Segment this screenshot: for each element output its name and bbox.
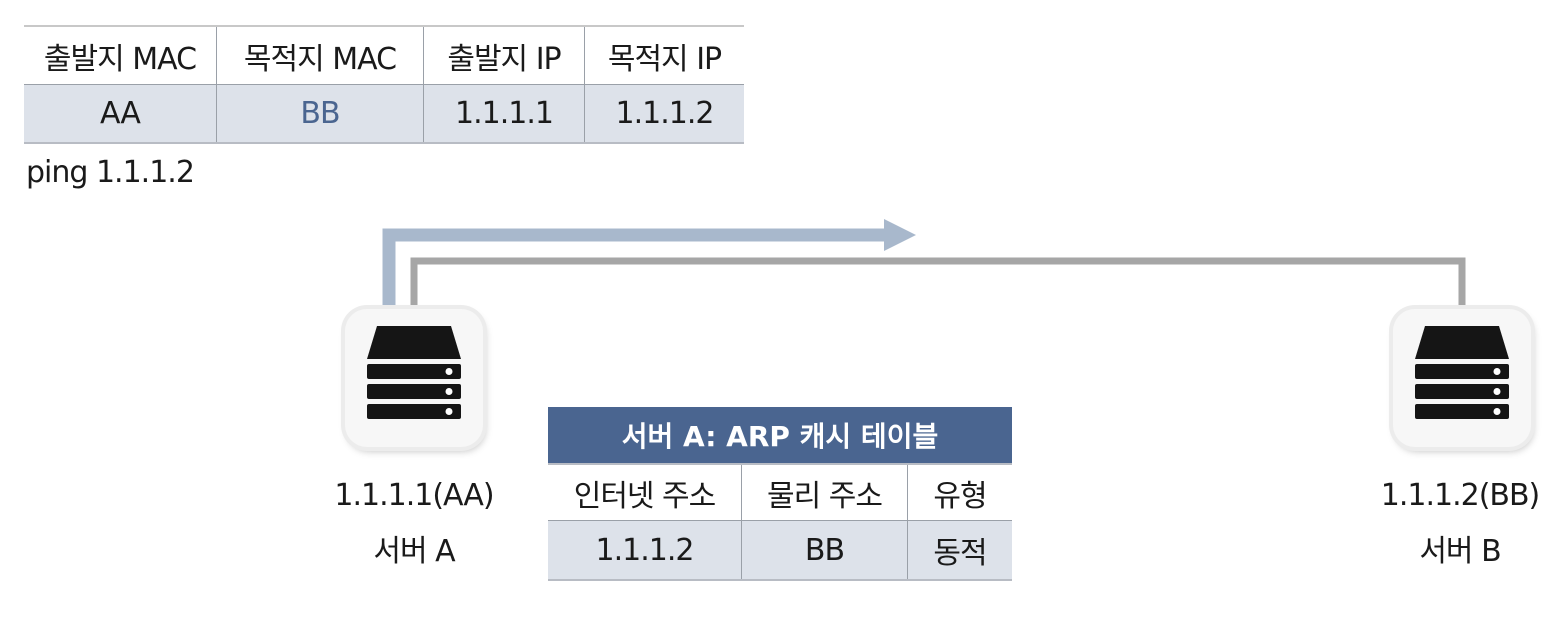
server-b-icon[interactable] <box>1393 309 1531 447</box>
table-row: 1.1.1.2 BB 동적 <box>548 520 1012 581</box>
cell-internet-address: 1.1.1.2 <box>548 520 742 581</box>
cell-src-ip: 1.1.1.1 <box>423 84 585 144</box>
server-b-label: 1.1.1.2(BB) 서버 B <box>1355 476 1564 572</box>
server-icon <box>1415 326 1509 419</box>
arp-table-title: 서버 A: ARP 캐시 테이블 <box>548 407 1012 465</box>
column-header-dst-ip: 목적지 IP <box>584 25 744 85</box>
column-header-src-mac: 출발지 MAC <box>24 25 217 85</box>
cell-src-mac: AA <box>24 84 217 144</box>
column-header-src-ip: 출발지 IP <box>423 25 585 85</box>
cell-dst-ip: 1.1.1.2 <box>584 84 744 144</box>
server-a-label: 1.1.1.1(AA) 서버 A <box>309 476 519 572</box>
server-icon <box>367 326 461 419</box>
ping-command-label: ping 1.1.1.2 <box>26 155 195 190</box>
server-b-address: 1.1.1.2(BB) <box>1380 478 1541 513</box>
arp-title-row: 서버 A: ARP 캐시 테이블 <box>548 407 1012 465</box>
cell-dst-mac: BB <box>216 84 424 144</box>
packet-header-table: 출발지 MAC 목적지 MAC 출발지 IP 목적지 IP AA BB 1.1.… <box>24 25 744 144</box>
arp-header-row: 인터넷 주소 물리 주소 유형 <box>548 464 1012 521</box>
cell-type: 동적 <box>907 520 1012 581</box>
server-a-icon[interactable] <box>345 309 483 447</box>
packet-path-arrow <box>382 228 886 306</box>
arp-cache-table: 서버 A: ARP 캐시 테이블 인터넷 주소 물리 주소 유형 1.1.1.2… <box>548 407 1012 581</box>
column-header-type: 유형 <box>907 464 1012 521</box>
cell-physical-address: BB <box>741 520 908 581</box>
server-a-address: 1.1.1.1(AA) <box>334 478 494 513</box>
arrow-head-icon <box>884 219 916 251</box>
column-header-internet-address: 인터넷 주소 <box>548 464 742 521</box>
column-header-physical-address: 물리 주소 <box>741 464 908 521</box>
server-b-name: 서버 B <box>1419 534 1501 569</box>
table-row: AA BB 1.1.1.1 1.1.1.2 <box>24 84 744 144</box>
column-header-dst-mac: 목적지 MAC <box>216 25 424 85</box>
server-a-name: 서버 A <box>373 534 455 569</box>
packet-header-row: 출발지 MAC 목적지 MAC 출발지 IP 목적지 IP <box>24 25 744 85</box>
network-link <box>410 257 1466 306</box>
